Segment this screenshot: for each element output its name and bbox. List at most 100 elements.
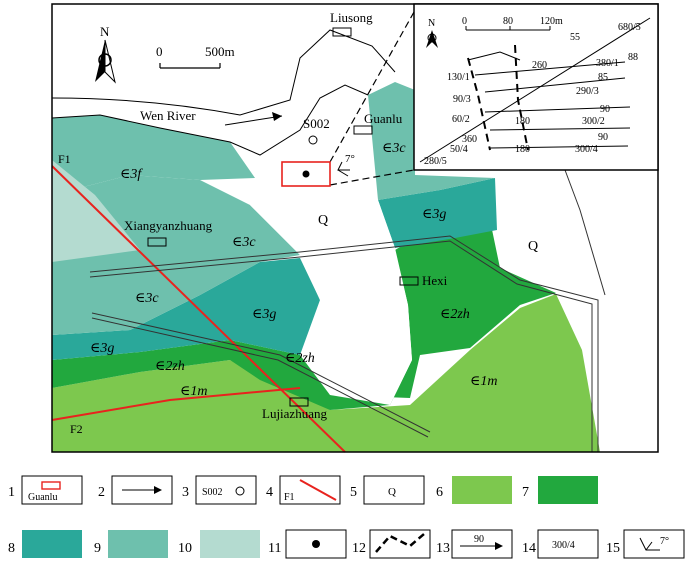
legend-num-4: 4 xyxy=(266,485,273,500)
unit-label-c1m-east: ∈1m xyxy=(470,374,497,389)
unit-label-c3f: ∈3f xyxy=(120,167,143,182)
legend-box-12 xyxy=(369,529,431,559)
legend-swatch-8 xyxy=(22,530,82,558)
unit-label-c1m-west: ∈1m xyxy=(180,384,207,399)
river-flow-arrow xyxy=(224,115,283,126)
legend-swatch-7 xyxy=(538,476,598,504)
legend-num-9: 9 xyxy=(94,541,101,556)
legend-text-13: 90 xyxy=(474,534,484,545)
unit-label-c3g-east: ∈3g xyxy=(422,207,446,222)
well-icon xyxy=(308,135,318,145)
legend-num-13: 13 xyxy=(436,541,450,556)
unit-label-c2zh-west: ∈2zh xyxy=(155,359,185,374)
inset-label-14: 90 xyxy=(598,132,608,143)
inset-label-19: 300/4 xyxy=(575,144,598,155)
legend-text-1: Guanlu xyxy=(28,492,57,503)
inset-label-17: 360 xyxy=(462,134,477,145)
inset-label-3: 260 xyxy=(532,60,547,71)
legend-swatch-6 xyxy=(452,476,512,504)
unit-label-c3c-guanlu: ∈3c xyxy=(382,141,406,156)
map-frame xyxy=(51,3,659,453)
inset-label-4: 380/1 xyxy=(596,58,619,69)
place-hexi-box xyxy=(399,276,419,286)
inset-label-10: 90 xyxy=(600,104,610,115)
legend-text-4: F1 xyxy=(284,492,295,503)
place-lujiazhuang: Lujiazhuang xyxy=(262,406,327,421)
study-point-icon xyxy=(302,170,310,178)
legend-box-3 xyxy=(195,475,257,505)
legend-num-11: 11 xyxy=(268,541,281,556)
place-lujiazhuang-box xyxy=(289,397,309,407)
inset-label-5: 88 xyxy=(628,52,638,63)
scale-zero: 0 xyxy=(156,44,163,59)
inset-label-11: 60/2 xyxy=(452,114,470,125)
legend-num-7: 7 xyxy=(522,485,529,500)
legend-num-8: 8 xyxy=(8,541,15,556)
river-arrow-head xyxy=(272,112,282,121)
fault-f1 xyxy=(51,165,346,453)
unit-label-c3g-center: ∈3g xyxy=(252,307,276,322)
inset-label-12: 180 xyxy=(515,116,530,127)
unit-c3c-east xyxy=(368,82,495,200)
place-guanlu-box xyxy=(353,125,373,135)
inset-survey-lines xyxy=(419,17,651,163)
legend-num-2: 2 xyxy=(98,485,105,500)
inset-label-1: 55 xyxy=(570,32,580,43)
unit-label-c3c-xiang: ∈3c xyxy=(232,235,256,250)
fault-f2 xyxy=(51,387,301,421)
inset-label-13: 300/2 xyxy=(582,116,605,127)
place-liusong-box xyxy=(332,27,352,37)
legend-swatch-1 xyxy=(41,481,61,490)
legend-num-12: 12 xyxy=(352,541,366,556)
road-diagonal xyxy=(91,312,431,433)
legend-num-6: 6 xyxy=(436,485,443,500)
inset-label-18: 180 xyxy=(515,144,530,155)
inset-north-label: N xyxy=(428,18,435,29)
legend-swatch-10 xyxy=(200,530,260,558)
fault-f1-label: F1 xyxy=(58,152,71,166)
road-main-b xyxy=(89,240,593,452)
inset-scale-zero: 0 xyxy=(462,16,467,27)
unit-c2zh-band xyxy=(52,220,556,410)
road-east xyxy=(564,169,606,296)
unit-pale-west xyxy=(52,160,140,262)
inset-dashed-outline xyxy=(467,44,529,151)
legend-box-15 xyxy=(623,529,685,559)
legend-point-11-icon xyxy=(312,540,320,548)
legend-num-5: 5 xyxy=(350,485,357,500)
unit-label-c2zh-center: ∈2zh xyxy=(285,351,315,366)
place-xiangyanzhuang-box xyxy=(147,237,167,247)
scale-end: 500m xyxy=(205,44,235,59)
legend-box-1 xyxy=(21,475,83,505)
legend: 1 Guanlu 2 3 S002 4 F1 5 Q 6 7 8 9 10 11 xyxy=(8,475,685,559)
legend-box-13 xyxy=(451,529,513,559)
river-name: Wen River xyxy=(140,108,196,123)
legend-num-14: 14 xyxy=(522,541,536,556)
fault-f2-label: F2 xyxy=(70,422,83,436)
inset-north-arrow-icon xyxy=(426,30,438,48)
legend-num-3: 3 xyxy=(182,485,189,500)
place-hexi: Hexi xyxy=(422,273,448,288)
inset-label-2: 680/5 xyxy=(618,22,641,33)
road-diagonal-b xyxy=(91,317,429,438)
unit-label-c2zh-east: ∈2zh xyxy=(440,307,470,322)
inset-label-16: 50/4 xyxy=(450,144,468,155)
river-bank-north xyxy=(51,29,396,116)
inset-label-9: 90/3 xyxy=(453,94,471,105)
north-label: N xyxy=(100,24,110,39)
unit-q-center xyxy=(250,170,412,405)
legend-fault-4 xyxy=(299,479,337,501)
unit-c3c-west xyxy=(52,175,300,335)
inset-label-7: 85 xyxy=(598,72,608,83)
unit-c1m-south xyxy=(52,294,600,452)
inset-label-15: 280/5 xyxy=(424,156,447,167)
callout-line-2 xyxy=(329,169,415,186)
place-liusong: Liusong xyxy=(330,10,373,25)
inset-scale-bar xyxy=(465,26,551,31)
place-guanlu: Guanlu xyxy=(364,111,403,126)
legend-num-1: 1 xyxy=(8,485,15,500)
inset-label-8: 290/3 xyxy=(576,86,599,97)
legend-text-3: S002 xyxy=(202,487,223,498)
dip-label: 7° xyxy=(345,153,355,165)
